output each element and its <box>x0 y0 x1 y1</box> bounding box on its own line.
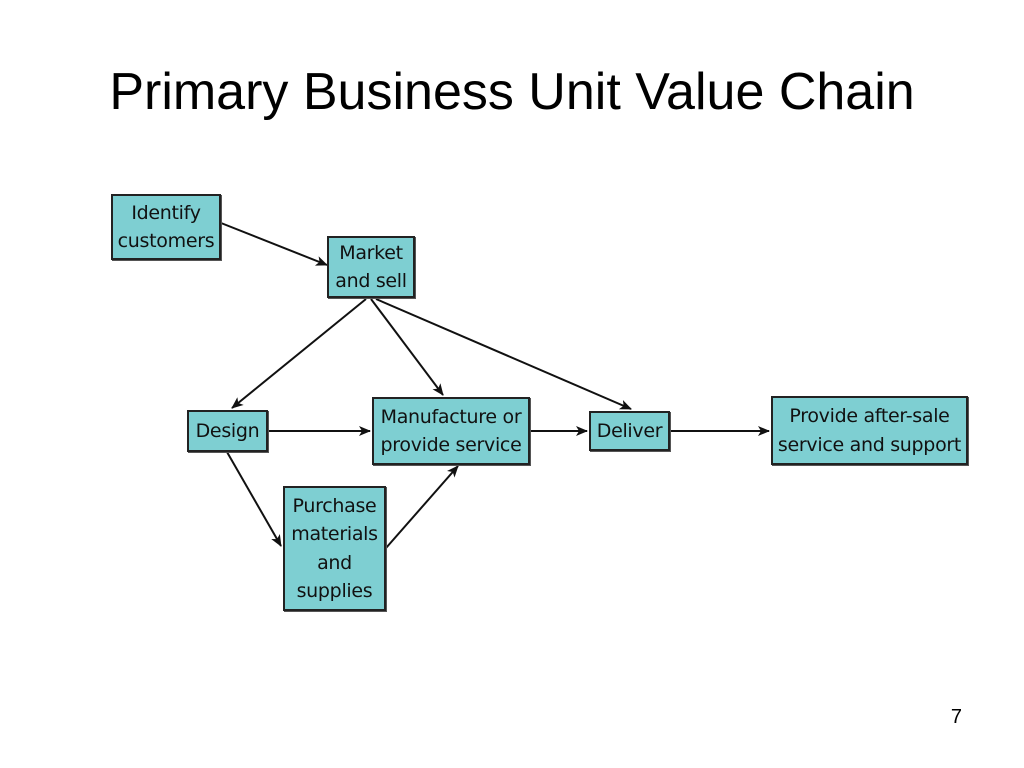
arrow-purchase-to-manufacture <box>385 465 459 549</box>
deliver-box: Deliver <box>589 411 670 451</box>
arrow-identify-customers-to-market-and-sell <box>220 222 328 266</box>
page-number: 7 <box>950 706 962 728</box>
after-sale-box: Provide after-sale service and support <box>771 396 968 465</box>
arrow-design-to-purchase <box>226 451 282 547</box>
arrow-market-and-sell-to-design <box>231 298 367 409</box>
arrow-market-and-sell-to-deliver <box>375 298 632 410</box>
design-box: Design <box>187 410 268 452</box>
purchase-box: Purchase materials and supplies <box>283 486 386 611</box>
manufacture-box: Manufacture or provide service <box>372 397 530 465</box>
arrow-market-and-sell-to-manufacture <box>370 298 444 396</box>
identify-customers-box: Identify customers <box>111 194 221 260</box>
market-and-sell-box: Market and sell <box>327 236 415 298</box>
slide-title: Primary Business Unit Value Chain <box>109 63 915 121</box>
